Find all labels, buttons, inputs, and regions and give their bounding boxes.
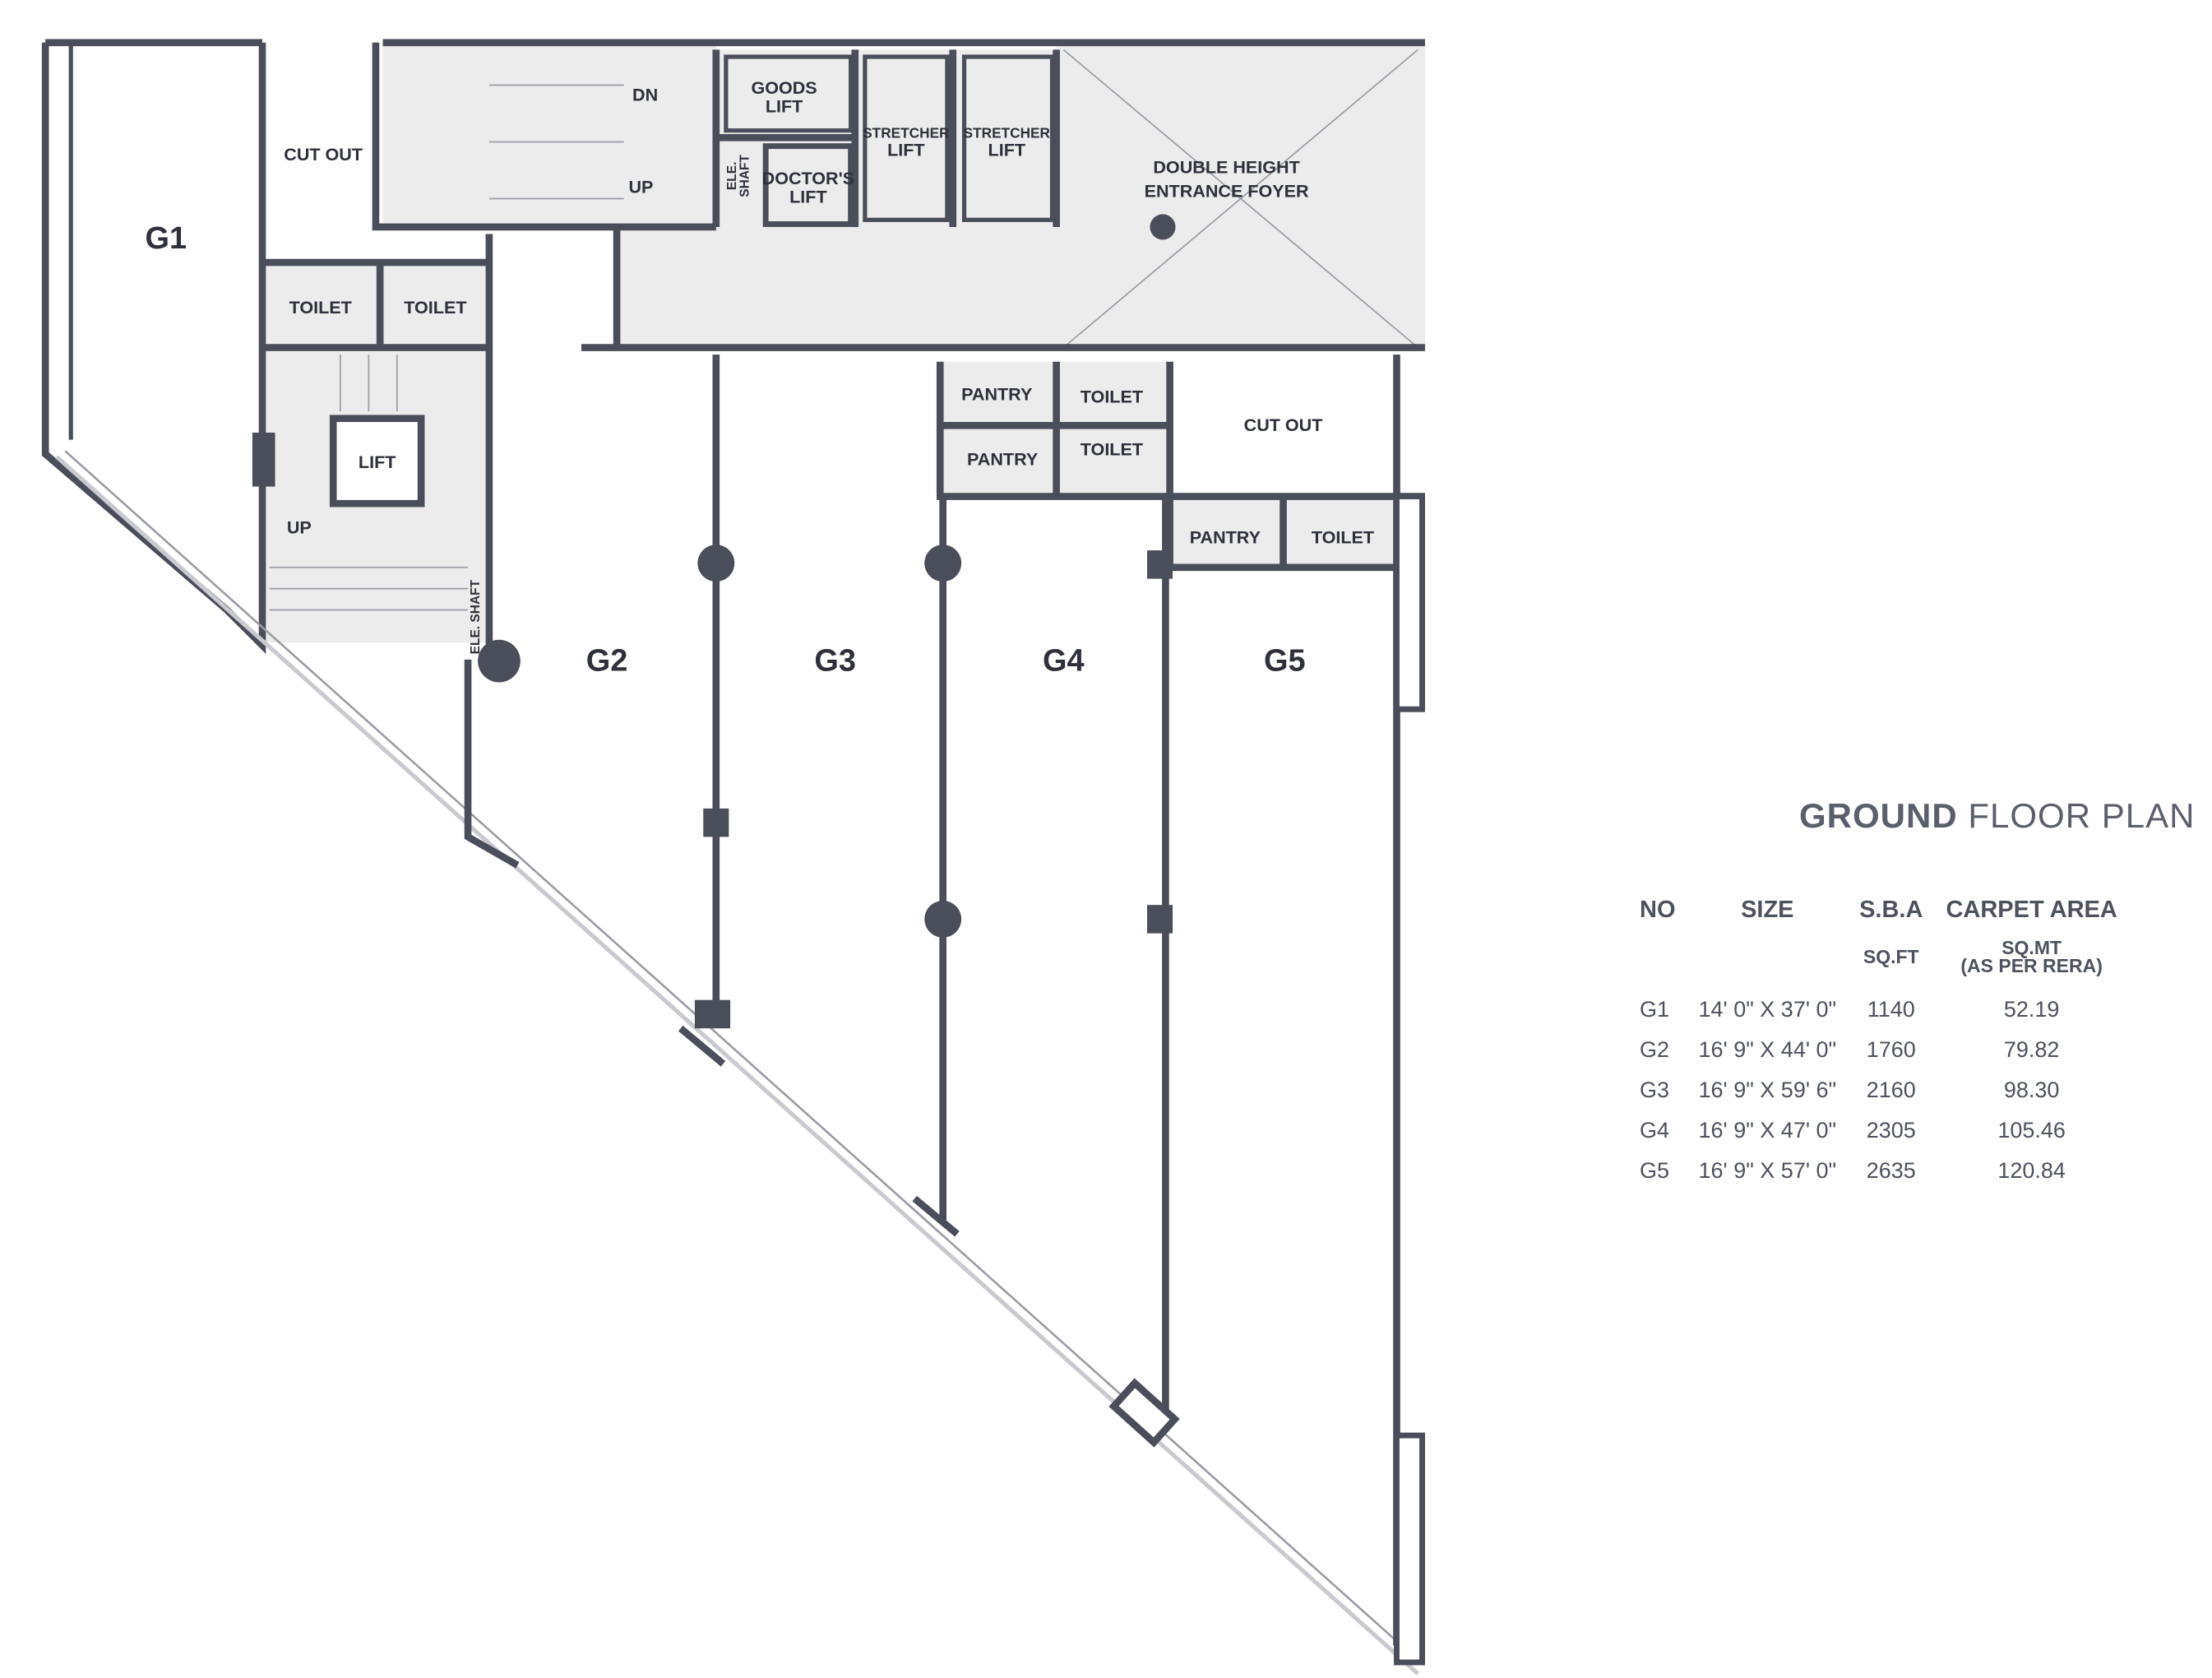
room-label-toilet: TOILET <box>289 297 352 318</box>
cell-sba: 1760 <box>1866 1037 1916 1062</box>
title-light: FLOOR PLAN <box>1968 796 2196 835</box>
room-label-stretcher-lift: LIFT <box>887 140 924 160</box>
table-row: G4 16' 9" X 47' 0" 2305 105.46 <box>1628 1110 2129 1151</box>
room-label-doctors-lift: DOCTOR'S <box>762 168 854 188</box>
plan-title: GROUND FLOOR PLAN <box>1799 796 2195 836</box>
cell-carpet: 52.19 <box>2003 997 2060 1022</box>
cell-size: 16' 9" X 59' 6" <box>1698 1078 1837 1102</box>
table-subheader-row: SQ.FT SQ.MT(AS PER RERA) <box>1628 924 2129 990</box>
room-label-toilet: TOILET <box>1081 439 1143 460</box>
cell-no: G2 <box>1640 1037 1670 1062</box>
table-row: G3 16' 9" X 59' 6" 2160 98.30 <box>1628 1070 2129 1110</box>
column-icon <box>924 901 962 938</box>
unit-label-g5: G5 <box>1264 644 1306 679</box>
unit-label-g2: G2 <box>586 644 628 679</box>
column-icon <box>924 545 962 582</box>
unit-label-g4: G4 <box>1043 644 1085 679</box>
subheader-sqmt-unit: SQ.MT <box>2001 937 2062 958</box>
cell-carpet: 79.82 <box>2003 1037 2060 1062</box>
stair-label-dn: DN <box>632 84 658 104</box>
cell-size: 16' 9" X 57' 0" <box>1698 1158 1837 1183</box>
subheader-sqft: SQ.FT <box>1863 946 1919 967</box>
area-table: NO SIZE S.B.A CARPET AREA SQ.FT SQ.MT(AS… <box>1628 897 2129 1191</box>
unit-label-g3: G3 <box>814 644 856 679</box>
room-label-pantry: PANTRY <box>961 383 1033 404</box>
cell-sba: 1140 <box>1867 997 1915 1022</box>
cell-size: 16' 9" X 44' 0" <box>1698 1037 1837 1062</box>
cell-carpet: 120.84 <box>1997 1158 2066 1183</box>
header-no: NO <box>1640 897 1676 923</box>
room-label-doctors-lift: LIFT <box>789 187 826 207</box>
room-label-stretcher-lift: STRETCHER <box>964 124 1051 141</box>
room-label-pantry: PANTRY <box>1190 526 1261 547</box>
table-header-row: NO SIZE S.B.A CARPET AREA <box>1628 897 2129 924</box>
room-label-toilet: TOILET <box>404 297 466 318</box>
cell-size: 16' 9" X 47' 0" <box>1698 1118 1837 1143</box>
subheader-sqmt: SQ.MT(AS PER RERA) <box>1934 924 2128 990</box>
cell-no: G4 <box>1640 1118 1670 1143</box>
column-icon <box>478 639 521 683</box>
cell-carpet: 98.30 <box>2003 1078 2060 1102</box>
cell-sba: 2160 <box>1866 1078 1916 1102</box>
room-label-ele-shaft: ELE. SHAFT <box>469 579 483 654</box>
room-label-foyer: ENTRANCE FOYER <box>1145 181 1309 202</box>
room-label-stretcher-lift: LIFT <box>988 140 1025 160</box>
table-row: G2 16' 9" X 44' 0" 1760 79.82 <box>1628 1030 2129 1070</box>
room-label-cut-out: CUT OUT <box>284 144 363 165</box>
room-label-pantry: PANTRY <box>967 449 1039 470</box>
cell-no: G5 <box>1640 1158 1670 1183</box>
subheader-rera: (AS PER RERA) <box>1960 955 2103 976</box>
cell-size: 14' 0" X 37' 0" <box>1698 997 1837 1022</box>
room-label-ele-shaft: SHAFT <box>738 155 752 197</box>
room-label-stretcher-lift: STRETCHER <box>863 124 950 141</box>
room-label-cut-out: CUT OUT <box>1244 415 1323 435</box>
room-label-goods-lift: GOODS <box>751 77 817 98</box>
cell-carpet: 105.46 <box>1997 1118 2066 1143</box>
column-icon <box>697 545 735 582</box>
unit-label-g1: G1 <box>145 221 187 256</box>
room-label-toilet: TOILET <box>1312 526 1374 547</box>
table-row: G5 16' 9" X 57' 0" 2635 120.84 <box>1628 1151 2129 1191</box>
column-icon <box>1150 214 1176 240</box>
room-label-toilet: TOILET <box>1081 387 1143 407</box>
title-bold: GROUND <box>1799 796 1958 835</box>
cell-sba: 2635 <box>1866 1158 1916 1183</box>
room-label-goods-lift: LIFT <box>766 95 803 116</box>
stair-label-up: UP <box>287 517 312 537</box>
cell-no: G1 <box>1640 997 1670 1022</box>
header-sba: S.B.A <box>1859 897 1923 923</box>
cell-no: G3 <box>1640 1078 1670 1102</box>
table-row: G1 14' 0" X 37' 0" 1140 52.19 <box>1628 990 2129 1030</box>
room-label-lift: LIFT <box>359 452 396 472</box>
header-size: SIZE <box>1741 897 1794 923</box>
header-carpet-area: CARPET AREA <box>1946 897 2117 923</box>
room-label-ele-shaft: ELE. <box>725 162 739 190</box>
cell-sba: 2305 <box>1866 1118 1916 1143</box>
stair-label-up: UP <box>628 177 653 197</box>
room-label-foyer: DOUBLE HEIGHT <box>1153 156 1299 177</box>
